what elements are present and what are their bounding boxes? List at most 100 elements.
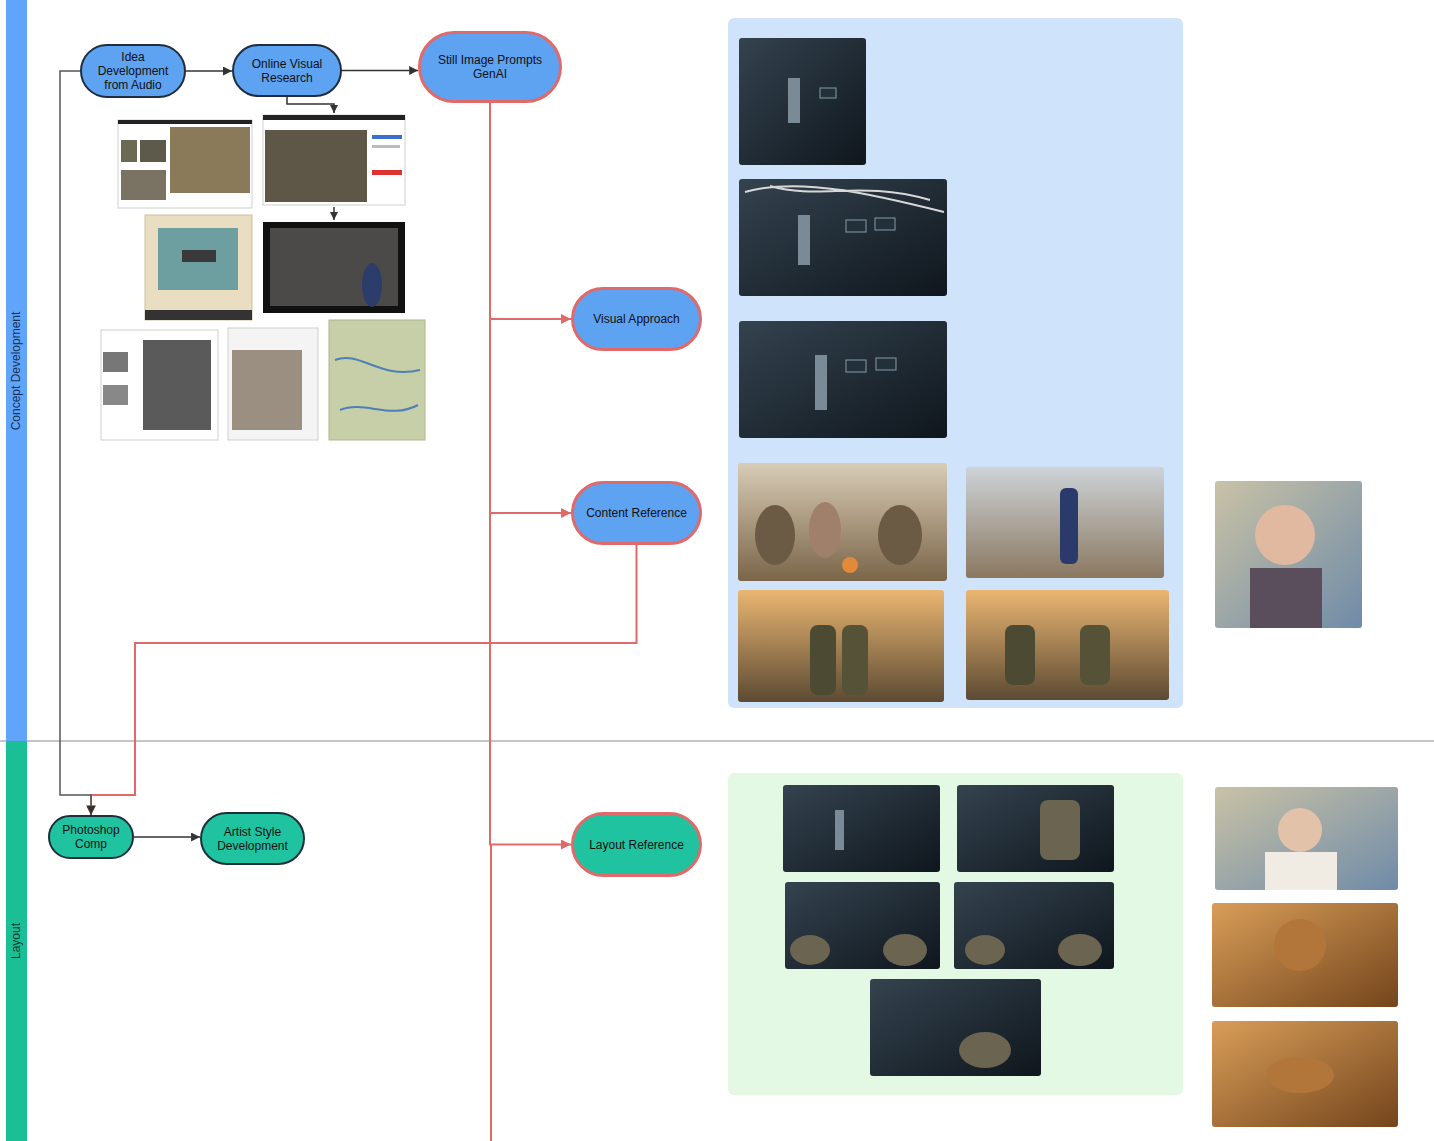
photo (265, 130, 367, 202)
campfire (842, 557, 858, 573)
lane-label: Concept Development (10, 311, 24, 430)
swimlane: LayoutPhotoshop CompArtist Style Develop… (0, 741, 1434, 1141)
wall-frame (876, 358, 896, 370)
research-arrow (333, 207, 335, 220)
content-photo (738, 463, 947, 581)
soldiers (959, 1032, 1011, 1068)
content-photo (966, 467, 1164, 578)
face (1278, 808, 1322, 852)
node-label: Content Reference (586, 506, 687, 520)
photo (232, 350, 302, 430)
node-label: Layout Reference (589, 838, 684, 852)
content-photo (966, 590, 1169, 700)
node-label: Online Visual Research (242, 57, 332, 85)
portrait-painting (1215, 481, 1362, 628)
connector (342, 70, 418, 72)
process-pill: Photoshop Comp (48, 815, 134, 859)
soldier (842, 625, 868, 695)
door-light (788, 78, 800, 123)
screenshot-bar (145, 310, 252, 320)
process-pill: Visual Approach (571, 287, 702, 351)
painting-frame (145, 215, 252, 320)
genai-image (739, 38, 866, 165)
content-photo (738, 590, 944, 702)
connector (91, 545, 637, 815)
artist-style-image (1212, 903, 1398, 1007)
genai-image (739, 179, 947, 296)
hands (1266, 1057, 1334, 1093)
image-panel (728, 18, 1183, 708)
node-label: Photoshop Comp (58, 823, 124, 851)
wall-frame (846, 360, 866, 372)
wall-frame (875, 218, 895, 230)
connector (134, 836, 200, 838)
node-label: Idea Development from Audio (90, 50, 176, 92)
artist-style-image (1215, 787, 1398, 890)
connectors (60, 71, 637, 845)
layout-image (870, 979, 1041, 1076)
artist-style-image (1212, 1021, 1398, 1127)
screenshot (263, 115, 405, 205)
wall-frame (846, 220, 866, 232)
process-pill: Content Reference (571, 481, 702, 545)
thumbnail (121, 140, 137, 162)
button (372, 170, 402, 175)
lane-divider (0, 741, 1434, 742)
connector (60, 71, 91, 815)
soldier (878, 505, 922, 565)
screenshot-bar (263, 115, 405, 120)
soldiers (883, 934, 927, 966)
vest (1250, 568, 1322, 628)
image-panel (728, 773, 1183, 1095)
thumbnail (103, 385, 128, 405)
process-pill: Still Image Prompts GenAI (418, 31, 562, 103)
connector (490, 103, 571, 513)
process-pill: Layout Reference (571, 812, 702, 877)
thumbnail (121, 170, 166, 200)
screenshot-bar (118, 120, 252, 124)
map-river (335, 358, 420, 411)
face (1274, 919, 1326, 971)
thumbnail (140, 140, 166, 162)
person (362, 263, 382, 307)
layout-image (954, 882, 1114, 969)
sketch-lines (745, 186, 944, 212)
layout-image (785, 882, 940, 969)
screenshot (101, 330, 218, 440)
video-still (270, 228, 398, 306)
door-light (798, 215, 810, 265)
thumbnail (103, 352, 128, 372)
soldier (1060, 488, 1078, 564)
lane-label-holder: Layout (6, 741, 27, 1141)
connector (490, 103, 571, 319)
soldier (1005, 625, 1035, 685)
node-label: Still Image Prompts GenAI (429, 53, 551, 81)
text-line (372, 135, 402, 139)
door-light (835, 810, 844, 850)
screenshot (228, 328, 318, 440)
lane-label-holder: Concept Development (6, 0, 27, 741)
soldier (810, 625, 836, 695)
ship (182, 250, 216, 262)
node-label: Visual Approach (593, 312, 680, 326)
photo (143, 340, 211, 430)
face (1255, 505, 1315, 565)
lane-label: Layout (10, 923, 24, 959)
sea-painting (158, 228, 238, 290)
connector (490, 103, 571, 845)
text-line (372, 145, 400, 148)
shirt (1265, 852, 1337, 890)
wall-frame (820, 88, 836, 98)
swimlane: Concept Development Idea Development from… (0, 0, 1434, 741)
connector (186, 70, 232, 72)
soldiers (790, 935, 830, 965)
door-light (815, 355, 827, 410)
video-frame (263, 222, 405, 313)
layout-image (957, 785, 1114, 872)
genai-image (739, 321, 947, 438)
process-pill: Idea Development from Audio (80, 44, 186, 98)
